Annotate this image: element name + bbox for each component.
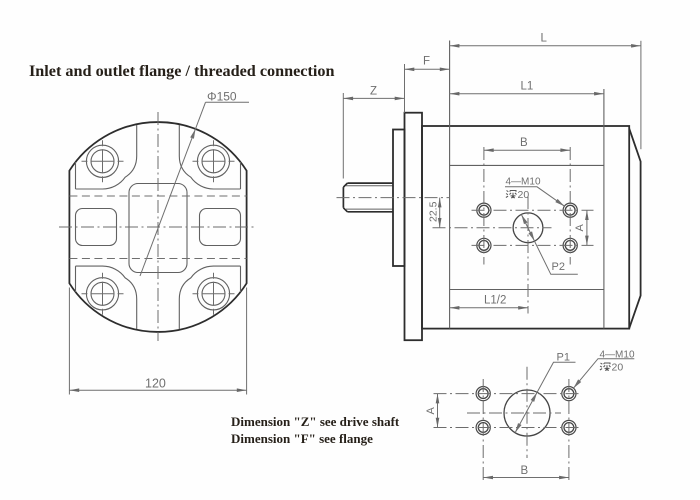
svg-text:Φ150: Φ150 (207, 89, 237, 103)
svg-text:A: A (425, 407, 437, 415)
svg-text:4—M10: 4—M10 (506, 176, 541, 187)
svg-text:P2: P2 (552, 261, 565, 273)
svg-text:B: B (520, 137, 528, 149)
svg-text:P1: P1 (557, 352, 570, 364)
svg-text:20: 20 (612, 361, 624, 373)
svg-text:B: B (521, 465, 529, 477)
svg-text:F: F (423, 56, 430, 68)
svg-text:L1/2: L1/2 (484, 295, 506, 307)
svg-text:L1: L1 (521, 81, 534, 93)
svg-text:A: A (574, 224, 586, 232)
svg-text:4—M10: 4—M10 (600, 349, 635, 360)
svg-text:Z: Z (370, 86, 377, 98)
svg-text:120: 120 (145, 377, 166, 391)
svg-text:L: L (541, 33, 548, 45)
svg-text:20: 20 (518, 189, 530, 201)
svg-text:22.5: 22.5 (428, 201, 440, 222)
